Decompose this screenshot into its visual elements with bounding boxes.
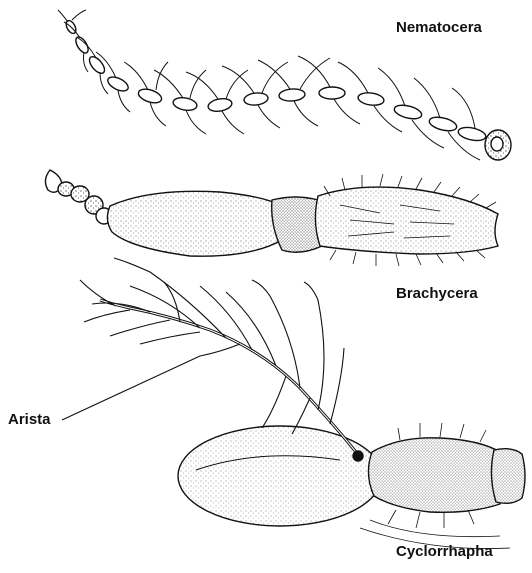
arista-pointer-line [62,356,200,420]
label-brachycera: Brachycera [396,286,478,301]
label-nematocera: Nematocera [396,20,482,35]
brachycera-basal-segments [45,170,112,224]
arista-rays [80,258,344,434]
label-arista: Arista [8,412,51,427]
label-cyclorrhapha: Cyclorrhapha [396,544,493,559]
nematocera-flagellum [64,19,487,143]
brachycera-antenna [45,170,498,266]
